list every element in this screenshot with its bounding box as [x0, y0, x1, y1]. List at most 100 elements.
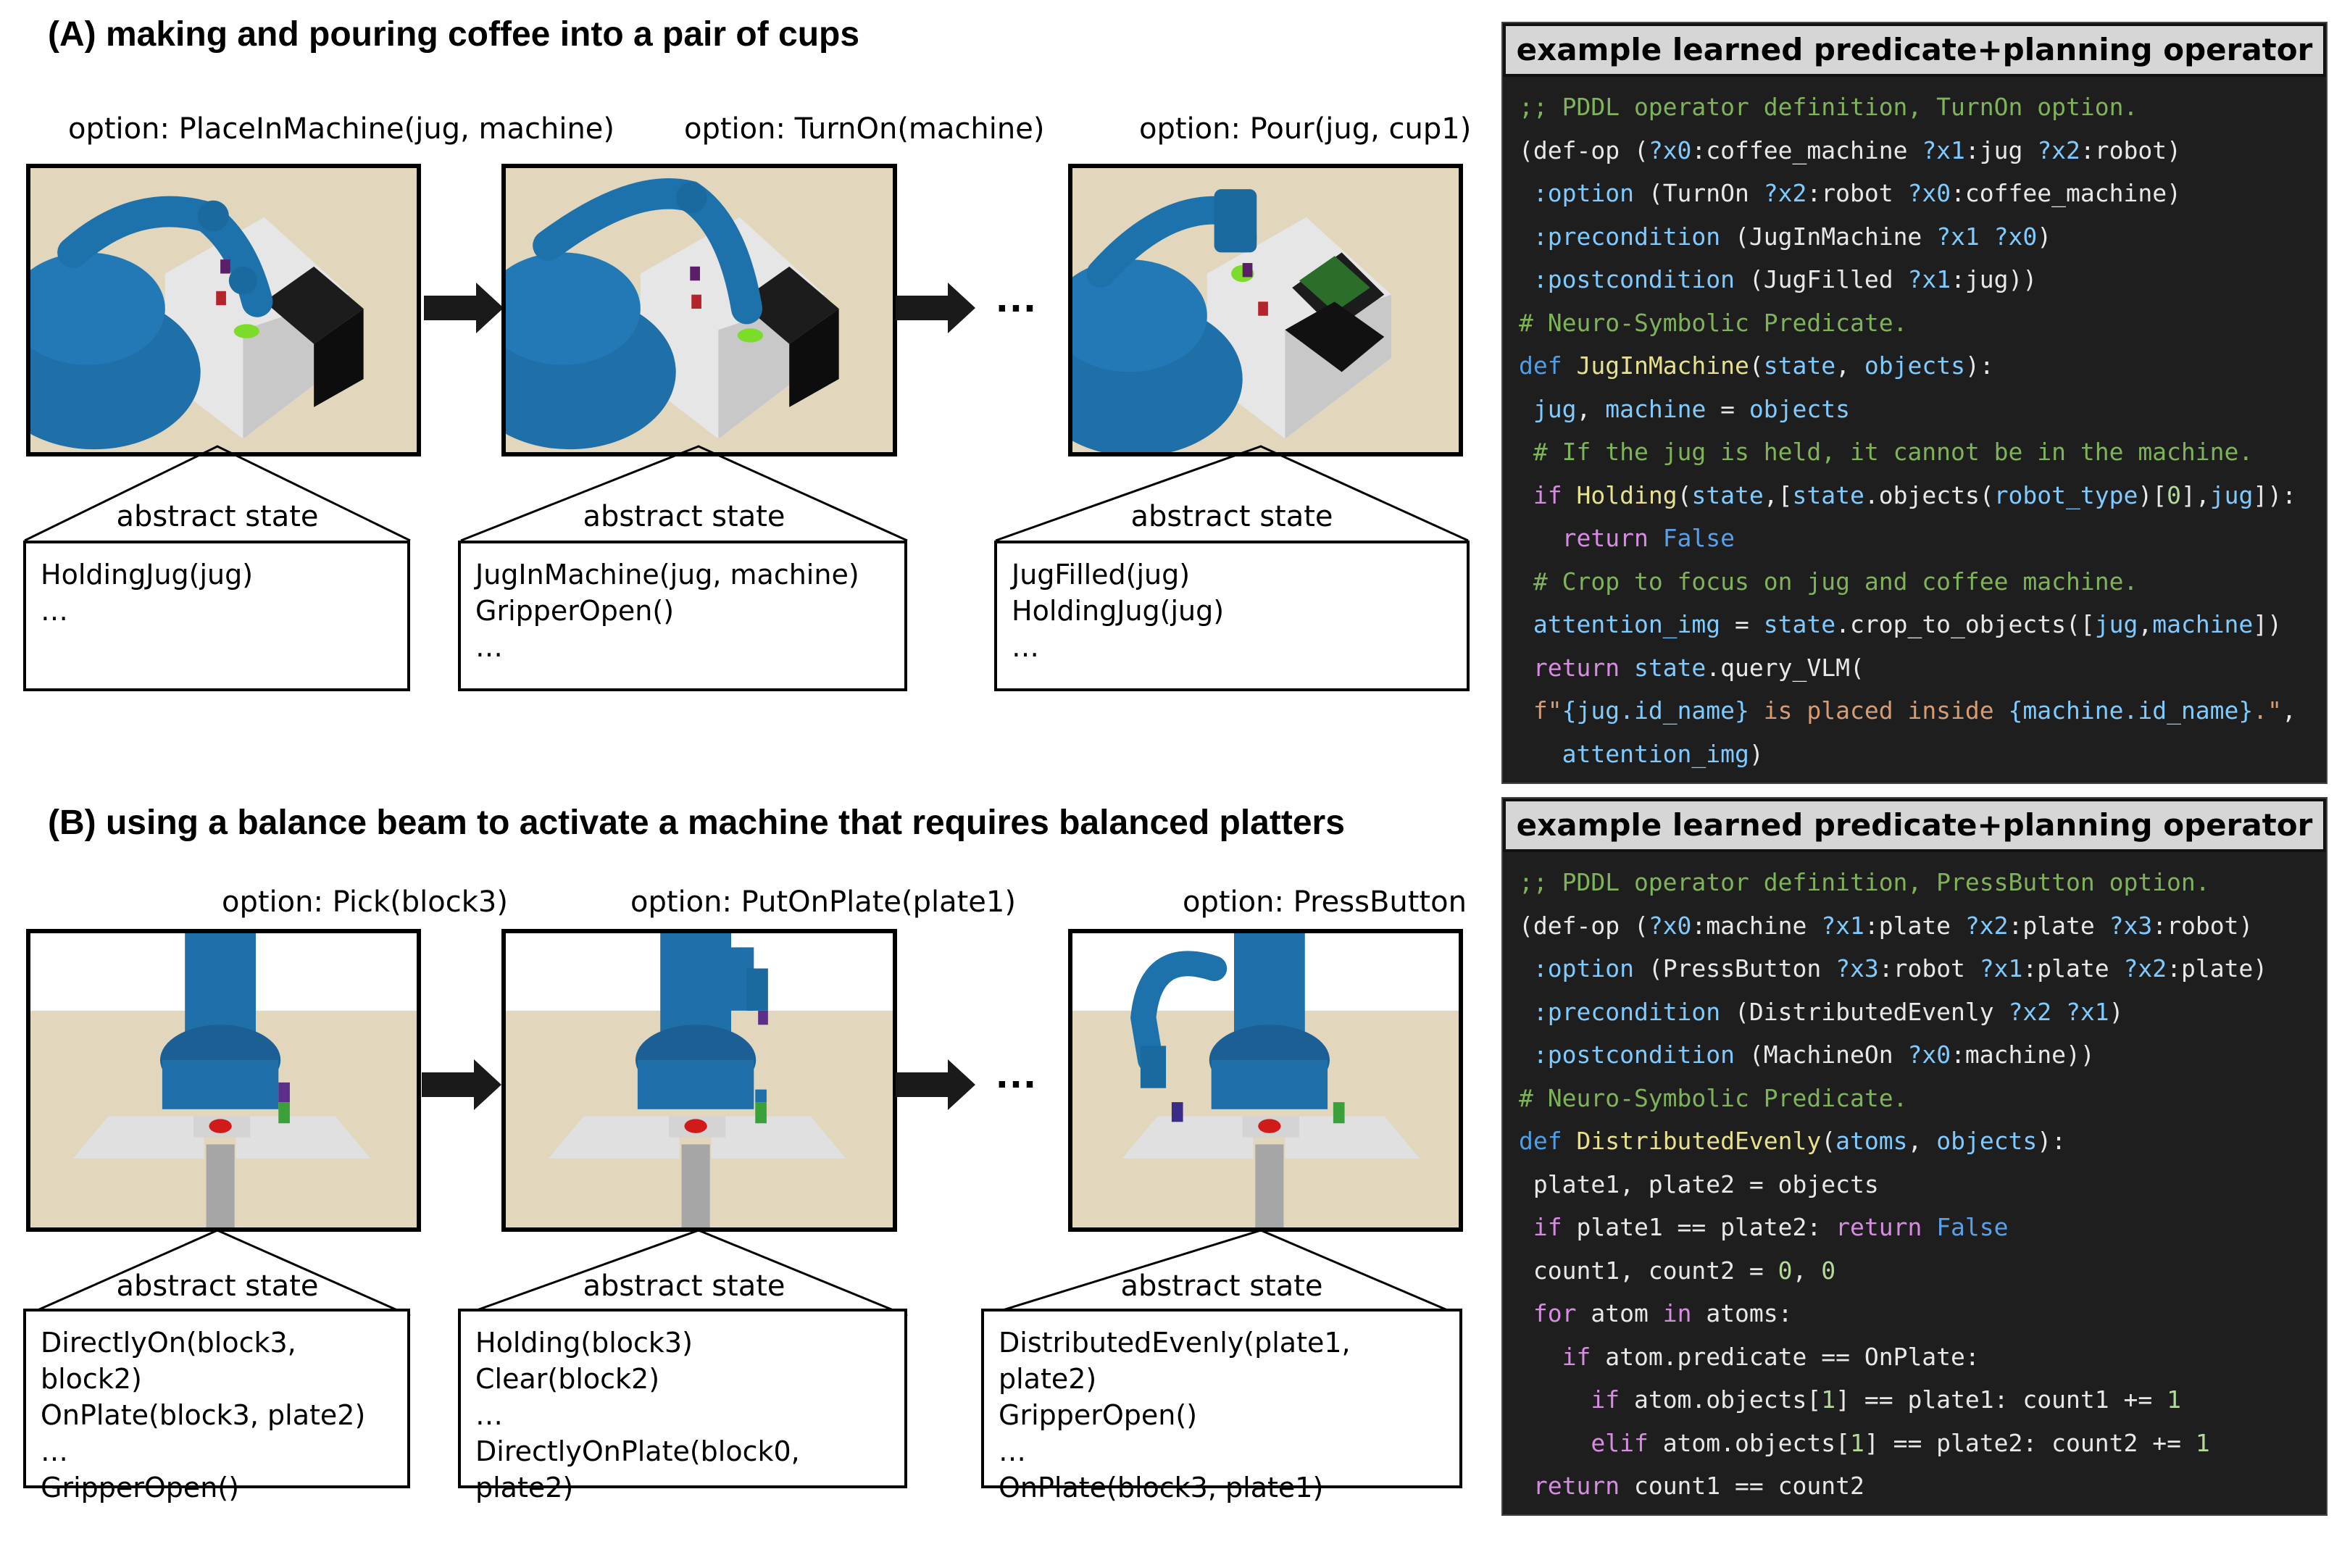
state-atom: GripperOpen(): [999, 1399, 1198, 1431]
code-token: 0: [1821, 1256, 1836, 1285]
code-token: 0: [2167, 480, 2181, 509]
code-panel-title: example learned predicate+planning opera…: [1503, 23, 2326, 77]
code-token: :plate): [2167, 954, 2268, 983]
code-token: ,: [1792, 1256, 1822, 1285]
scene-image-a3: [1068, 164, 1463, 456]
code-token: machine: [2152, 610, 2254, 638]
abstract-state-title: abstract state: [116, 1269, 319, 1303]
code-line: :precondition (JugInMachine ?x1 ?x0): [1519, 215, 2326, 259]
abstract-state-title: abstract state: [1120, 1269, 1323, 1303]
code-token: (: [1749, 351, 1764, 380]
ellipsis-b: …: [994, 1048, 1041, 1097]
state-atom: …: [999, 1435, 1026, 1467]
code-token: ?x3: [1835, 954, 1879, 983]
code-token: attention_img: [1533, 610, 1721, 638]
code-token: [1519, 265, 1533, 293]
code-token: 1: [1849, 1428, 1864, 1457]
code-token: ):: [2037, 1127, 2067, 1155]
state-atom: GripperOpen(): [475, 595, 675, 627]
code-token: atom.objects[: [1633, 1385, 1822, 1414]
option-label-a1: option: PlaceInMachine(jug, machine): [68, 112, 615, 146]
code-line: f"{jug.id_name} is placed inside {machin…: [1519, 689, 2326, 733]
scene-image-b3: [1068, 929, 1463, 1232]
code-token: :machine)): [1951, 1041, 2095, 1069]
option-label-a2: option: TurnOn(machine): [684, 112, 1045, 146]
code-line: :postcondition (JugFilled ?x1:jug)): [1519, 258, 2326, 301]
code-token: ?x1: [1922, 135, 1965, 164]
code-line: (def-op (?x0:machine ?x1:plate ?x2:plate…: [1519, 904, 2326, 948]
code-token: .query_VLM(: [1706, 653, 1864, 682]
code-token: ?x2: [1964, 911, 2009, 940]
code-token: :plate: [2008, 911, 2109, 940]
abstract-state-title: abstract state: [116, 500, 319, 533]
code-token: state: [1763, 610, 1836, 638]
zoom-connector: [24, 445, 1469, 542]
code-token: ):: [1964, 351, 1994, 380]
code-token: :coffee_machine: [1691, 135, 1922, 164]
scene-image-a1: [26, 164, 421, 456]
code-panel-b: example learned predicate+planning opera…: [1501, 797, 2328, 1516]
code-line: plate1, plate2 = objects: [1519, 1163, 2326, 1206]
code-token: ?x1: [2066, 997, 2109, 1026]
state-atom: GripperOpen(): [41, 1472, 240, 1504]
code-token: attention_img: [1562, 739, 1749, 768]
state-box-b3: DistributedEvenly(plate1, plate2) Grippe…: [981, 1309, 1462, 1504]
scene-image-b1: [26, 929, 421, 1232]
code-line: # Neuro-Symbolic Predicate.: [1519, 301, 2326, 345]
state-atom: DistributedEvenly(plate1, plate2): [999, 1327, 1351, 1395]
option-label-b3: option: PressButton: [1183, 885, 1467, 919]
code-token: [1519, 438, 1533, 466]
code-token: 1: [1821, 1385, 1836, 1414]
code-token: ): [2037, 222, 2052, 251]
code-token: atoms:: [1706, 1299, 1793, 1327]
code-token: (def-op (: [1519, 135, 1649, 164]
code-token: # Neuro-Symbolic Predicate.: [1519, 308, 1908, 337]
code-token: ],: [2181, 480, 2210, 509]
code-token: [1519, 1343, 1562, 1371]
code-token: ] == plate2: count2 +=: [1864, 1428, 2196, 1457]
code-token: objects: [1749, 394, 1850, 423]
code-line: count1, count2 = 0, 0: [1519, 1249, 2326, 1293]
code-token: :robot: [1806, 179, 1908, 207]
code-token: ?x0: [1993, 222, 2038, 251]
code-token: :option: [1533, 179, 1634, 207]
code-token: ,: [1907, 1127, 1937, 1155]
code-line: return state.query_VLM(: [1519, 646, 2326, 690]
code-token: plate1 == plate2:: [1576, 1213, 1836, 1241]
code-token: ,: [2138, 610, 2153, 638]
code-token: jug: [2094, 610, 2138, 638]
code-token: elif: [1591, 1428, 1663, 1457]
code-token: [1519, 481, 1533, 509]
code-token: (PressButton: [1633, 954, 1836, 983]
code-line: def JugInMachine(state, objects):: [1519, 344, 2326, 388]
code-token: .objects(: [1864, 480, 1994, 509]
code-token: [1519, 1429, 1591, 1457]
code-token: atom: [1591, 1299, 1663, 1327]
code-line: attention_img): [1519, 733, 2326, 776]
code-token: JugInMachine: [1576, 351, 1749, 380]
code-token: jug: [1533, 394, 1577, 423]
code-token: in: [1662, 1299, 1707, 1327]
code-token: [1519, 1299, 1533, 1327]
code-token: ?x1: [1907, 265, 1951, 293]
code-line: # Neuro-Symbolic Predicate.: [1519, 1077, 2326, 1120]
code-token: =: [1720, 610, 1764, 638]
code-token: is placed inside: [1749, 696, 2009, 725]
state-box-b1: DirectlyOn(block3, block2) OnPlate(block…: [23, 1309, 410, 1504]
code-token: :precondition: [1533, 997, 1721, 1026]
scene-image-a2: [501, 164, 897, 456]
code-token: ] == plate1: count1 +=: [1835, 1385, 2167, 1414]
state-atom: HoldingJug(jug): [1012, 595, 1225, 627]
code-token: ?x0: [1907, 1041, 1951, 1069]
code-token: def: [1519, 1127, 1577, 1155]
code-token: ): [1749, 739, 1764, 768]
code-token: DistributedEvenly: [1576, 1127, 1822, 1155]
arrow-icon: [896, 1059, 975, 1110]
code-line: if Holding(state,[state.objects(robot_ty…: [1519, 474, 2326, 517]
code-token: :plate: [2022, 954, 2124, 983]
code-token: [1519, 1385, 1591, 1414]
code-token: :precondition: [1533, 222, 1721, 251]
code-line: def DistributedEvenly(atoms, objects):: [1519, 1119, 2326, 1163]
arrow-icon: [422, 1059, 501, 1110]
code-token: atom.predicate == OnPlate:: [1605, 1342, 1980, 1371]
